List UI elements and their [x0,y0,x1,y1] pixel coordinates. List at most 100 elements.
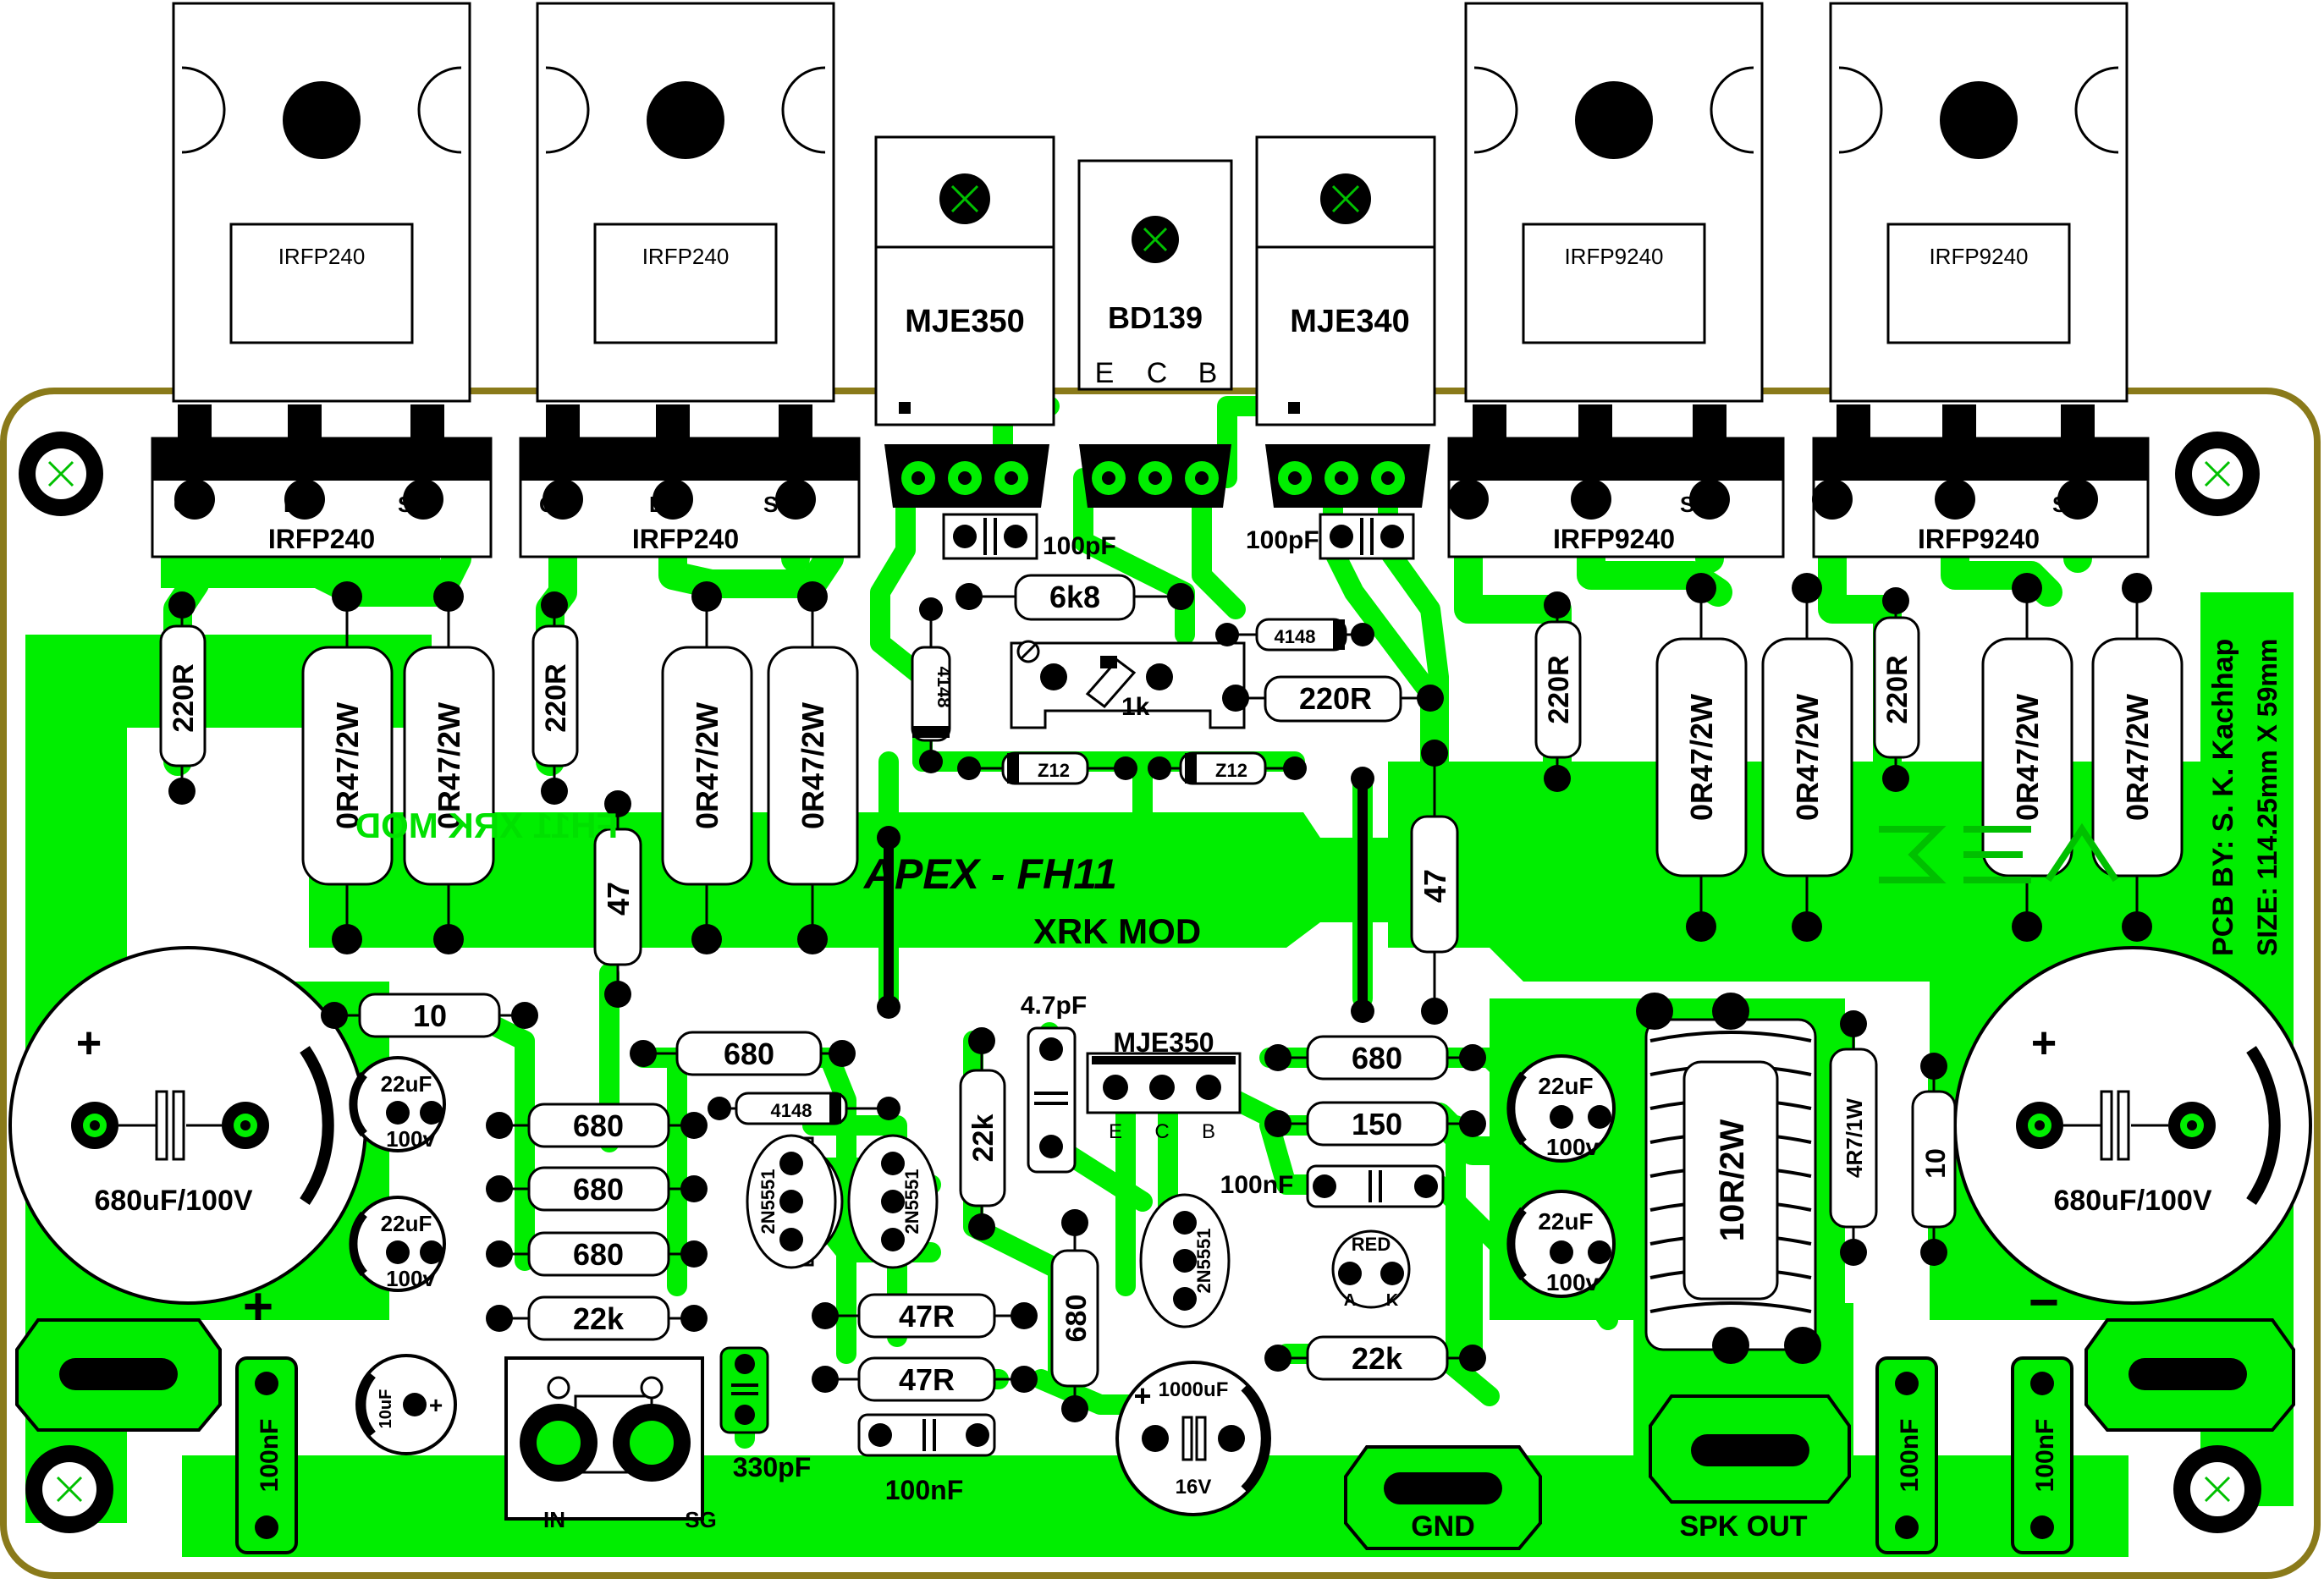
cap-22uf-3-voltage: 100v [1546,1134,1600,1160]
diode-4148-b: 4148 [1215,618,1374,652]
cap-main-left-label: 680uF/100V [94,1185,252,1217]
diode-4148-a: 4148 [911,597,955,773]
resistor-220r-g2-label: 220R [540,663,572,732]
cap-main-right-label: 680uF/100V [2053,1185,2211,1217]
resistor-680-b-label: 680 [573,1172,624,1207]
mosfet-q2-body: IRFP240 [642,244,730,269]
resistor-10-top-label: 10 [413,998,447,1033]
cap-bypass-right-2-label: 100nF [2031,1419,2059,1493]
board-subtitle: XRK MOD [1033,911,1201,951]
gnd-pad: GND [1344,1445,1542,1550]
resistor-0r47-2-label: 0R47/2W [432,702,466,829]
cap-1000uf-plus: + [1133,1378,1151,1413]
apex-logo-mirrored [1879,822,2119,883]
cap-1000uf-voltage: 16V [1176,1476,1212,1499]
cap-100pf-right: 100pF [1246,513,1415,560]
cap-22uf-4-label: 22uF [1538,1208,1593,1235]
power-pad-negative: − [2029,1273,2295,1432]
input-in-label: IN [543,1507,565,1532]
resistor-10-right-label: 10 [1920,1148,1951,1179]
led-pin-k: K [1386,1291,1399,1310]
mosfet-q3-pin-s: S [1680,492,1694,517]
resistor-680-d-label: 680 [724,1037,774,1071]
mosfet-q1: IRFP240 G D S IRFP240 [151,2,493,558]
trimpot-1k: 1k [1010,640,1246,729]
resistor-220r-bias: 220R [1222,675,1444,723]
output-inductor-label: 10R/2W [1714,1119,1751,1242]
resistor-680-e-label: 680 [1352,1041,1402,1075]
cap-4-7pf: 4.7pF [1021,992,1087,1174]
driver-mje340: MJE340 [1255,135,1436,508]
resistor-680-c-label: 680 [573,1237,624,1272]
mosfet-q2-pin-d: D [649,492,665,517]
resistor-10-top: 10 [321,993,538,1038]
resistor-0r47-3-label: 0R47/2W [690,702,724,829]
mosfet-q3-pin-g: G [1464,492,1481,517]
cap-1000uf: + 1000uF 16V [1115,1361,1271,1516]
resistor-220r-g4-label: 220R [1881,655,1914,723]
driver-mje350: MJE350 [874,135,1055,508]
board-title: APEX - FH11 [862,850,1117,898]
cap-main-left: + 680uF/100V [8,946,367,1305]
mosfet-q2: IRFP240 G D S IRFP240 [519,2,861,558]
cap-22uf-2: 22uF 100v [349,1196,446,1292]
cap-bypass-right-2: 100nF [2011,1356,2073,1554]
resistor-0r47-5-label: 0R47/2W [1684,694,1719,821]
cap-main-right-plus: + [2031,1019,2057,1068]
cap-bypass-left: 100nF [235,1356,298,1554]
cap-22uf-4-voltage: 100v [1546,1269,1600,1295]
resistor-680-f-label: 680 [1060,1295,1093,1343]
cap-22uf-1-voltage: 100v [386,1126,435,1152]
led-red: RED A K [1331,1229,1411,1310]
cap-10uf: 10uF + [355,1354,457,1455]
board-size: SIZE: 114.25mm X 59mm [2252,639,2283,956]
resistor-47-right-label: 47 [1418,869,1452,903]
driver-mje340-label: MJE340 [1290,304,1410,339]
mosfet-q1-pin-g: G [173,492,190,517]
cap-main-left-plus: + [76,1019,102,1068]
mirrored-board-text: FH11 XRK MOD [355,806,618,845]
cap-bypass-left-label: 100nF [256,1419,284,1493]
diode-4148-b-label: 4148 [1275,626,1316,647]
vas-pin-e: E [1109,1120,1122,1143]
vas-pin-b: B [1202,1120,1215,1143]
resistor-47-left: 47 [593,790,642,1008]
cap-100nf-bot-label: 100nF [885,1475,963,1505]
resistor-220r-g3-label: 220R [1543,655,1575,723]
driver-bd139-pin-b: B [1198,357,1218,389]
resistor-22k-c: 22k [1264,1335,1486,1381]
transistor-2n5551-2-label: 2N5551 [901,1169,922,1234]
transistor-2n5551-1: 2N5551 [746,1134,844,1269]
mosfet-q2-label: IRFP240 [632,524,739,554]
mosfet-q3-pin-d: D [1574,492,1590,517]
resistor-680-c: 680 [486,1231,708,1277]
resistor-680-d: 680 [630,1031,856,1076]
resistor-0r47-1-label: 0R47/2W [330,702,365,829]
resistor-4r7-label: 4R7/1W [1842,1098,1867,1178]
cap-22uf-2-voltage: 100v [386,1266,435,1291]
led-red-label: RED [1352,1234,1391,1255]
cap-100nf-mid: 100nF [1220,1164,1445,1208]
resistor-220r-g2: 220R [531,591,579,805]
resistor-220r-bias-label: 220R [1299,681,1372,716]
mosfet-q3-label: IRFP9240 [1553,524,1675,554]
resistor-680-f: 680 [1050,1209,1099,1422]
zener-z12-a-label: Z12 [1038,760,1070,781]
cap-bypass-right-1-label: 100nF [1896,1419,1924,1493]
zener-z12-b-label: Z12 [1215,760,1247,781]
mosfet-q4: IRFP9240 G D S IRFP9240 [1812,2,2150,558]
resistor-0r47-6-label: 0R47/2W [1790,694,1825,821]
output-inductor-10r2w: 10R/2W [1636,993,1821,1364]
resistor-0r47-5: 0R47/2W [1655,573,1748,942]
mosfet-q4-label: IRFP9240 [1918,524,2040,554]
power-pad-positive-label: + [243,1278,273,1336]
resistor-22k-a: 22k [486,1295,708,1341]
mosfet-q3: IRFP9240 G D S IRFP9240 [1447,2,1785,558]
diode-4148-c-label: 4148 [771,1100,812,1121]
cap-330pf: 330pF [719,1346,811,1482]
mosfet-q4-pin-g: G [1828,492,1845,517]
resistor-6k8: 6k8 [955,574,1194,621]
vas-pin-c: C [1154,1120,1169,1143]
resistor-0r47-6: 0R47/2W [1761,573,1853,942]
